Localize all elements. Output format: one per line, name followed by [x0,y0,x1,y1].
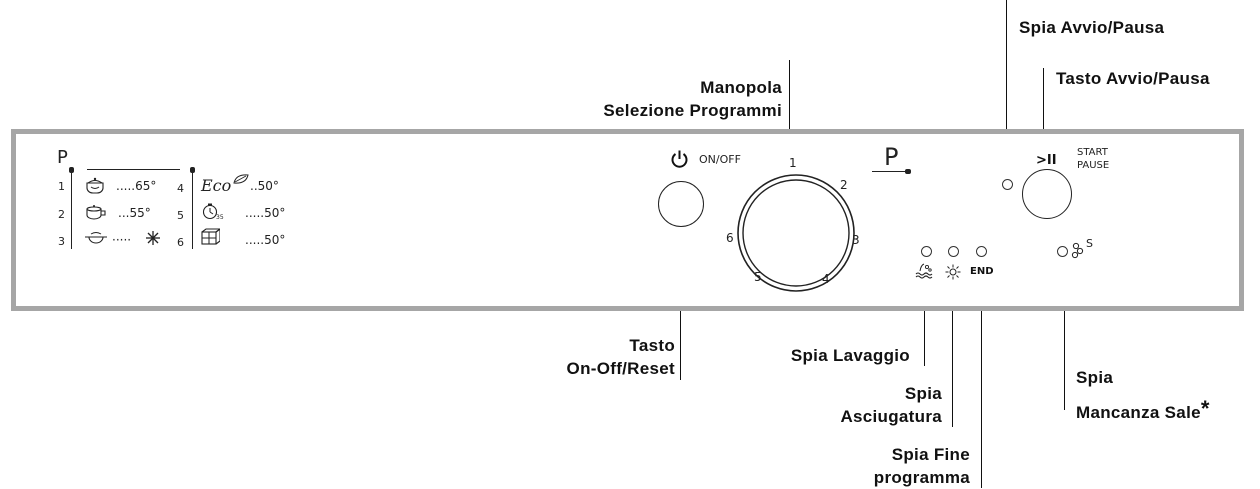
callout-tasto-onoff-line1: Tasto [629,336,675,355]
end-indicator-lamp [976,246,987,257]
dial-number-6: 6 [726,231,734,245]
callout-sale-line2: Mancanza Sale [1076,403,1201,422]
eco-leaf-icon [232,172,250,190]
program-4-temp: ..50° [250,179,279,193]
leader-line-spia-avvio [1006,0,1008,170]
callout-spia-mancanza-sale: Spia Mancanza Sale* [1076,362,1210,428]
callout-fine-line1: Spia Fine [891,445,970,464]
program-3: 3 [58,235,65,248]
leader-line-spia-lavaggio [924,288,926,366]
dry-indicator-lamp [948,246,959,257]
leader-line-spia-asciugatura [952,290,954,427]
start-pause-button[interactable] [1022,169,1072,219]
dial-p-label: P [884,143,899,171]
callout-spia-avvio-pausa: Spia Avvio/Pausa [1019,18,1165,37]
callout-spia-fine-programma: Spia Fine programma [874,443,970,489]
leader-line-spia-sale [1064,268,1066,410]
play-pause-symbol: >II [1036,153,1057,168]
callout-asciugatura-line2: Asciugatura [840,407,942,426]
onoff-button[interactable] [658,181,704,227]
program-4: 4 [177,182,184,195]
callout-spia-asciugatura: Spia Asciugatura [840,382,942,428]
program-number: 2 [58,208,65,221]
pots-icon [84,203,108,226]
start-label: START [1077,147,1108,158]
half-load-icon [200,227,222,251]
program-number: 3 [58,235,65,248]
program-table-mid-bar-dot [190,167,195,173]
program-number: 5 [177,209,184,222]
pot-with-lid-icon [84,176,106,199]
program-5-temp: .....50° [245,206,286,220]
control-panel [11,129,1244,311]
power-icon [670,149,689,174]
start-pause-indicator-lamp [1002,179,1013,190]
callout-manopola-line2: Selezione Programmi [603,101,782,120]
program-selector-dial[interactable] [735,172,857,299]
dial-number-2: 2 [840,178,848,192]
callout-fine-line2: programma [873,468,970,487]
dial-number-4: 4 [822,272,830,286]
dial-number-5: 5 [754,270,762,284]
dial-p-underline [872,171,908,173]
program-1: 1 [58,180,65,193]
callout-tasto-onoff-reset: Tasto On-Off/Reset [567,334,675,380]
program-2: 2 [58,208,65,221]
dry-sun-icon [945,264,961,285]
leader-line-spia-fine [981,290,983,488]
end-label: END [970,266,994,277]
salt-s-label: S [1086,237,1093,250]
salt-icon [1071,241,1085,264]
program-table-left-bar [71,170,73,249]
wash-indicator-lamp [921,246,932,257]
program-6-temp: .....50° [245,233,286,247]
program-table-left-bar-dot [69,167,74,173]
callout-manopola: Manopola Selezione Programmi [603,76,782,122]
eco-label: Eco [201,176,232,195]
program-table-title: P [57,147,68,168]
program-5: 5 [177,209,184,222]
callout-sale-line1: Spia [1076,368,1114,387]
salt-indicator-lamp [1057,246,1068,257]
callout-asciugatura-line1: Spia [904,384,942,403]
asterisk-note: * [1200,396,1210,421]
callout-tasto-onoff-line2: On-Off/Reset [566,359,675,378]
program-3-dots: ····· [112,233,132,247]
dial-p-underline-dot [905,169,911,174]
program-number: 1 [58,180,65,193]
onoff-label: ON/OFF [699,153,741,166]
callout-tasto-avvio-pausa: Tasto Avvio/Pausa [1056,69,1210,88]
wash-icon [914,262,934,285]
program-1-temp: .....65° [116,179,157,193]
dial-number-1: 1 [789,156,797,170]
program-table-top-line [87,169,180,171]
dial-number-3: 3 [852,233,860,247]
callout-spia-lavaggio: Spia Lavaggio [790,346,910,365]
glass-bowl-icon [84,230,108,251]
snowflake-icon [145,230,161,251]
program-number: 6 [177,236,184,249]
timer-35-icon [201,202,225,227]
program-6: 6 [177,236,184,249]
program-number: 4 [177,182,184,195]
pause-label: PAUSE [1077,160,1110,171]
program-2-temp: ...55° [118,206,151,220]
timer-35-subscript: 35 [216,214,224,221]
callout-manopola-line1: Manopola [700,78,782,97]
program-table-mid-bar [192,170,194,249]
